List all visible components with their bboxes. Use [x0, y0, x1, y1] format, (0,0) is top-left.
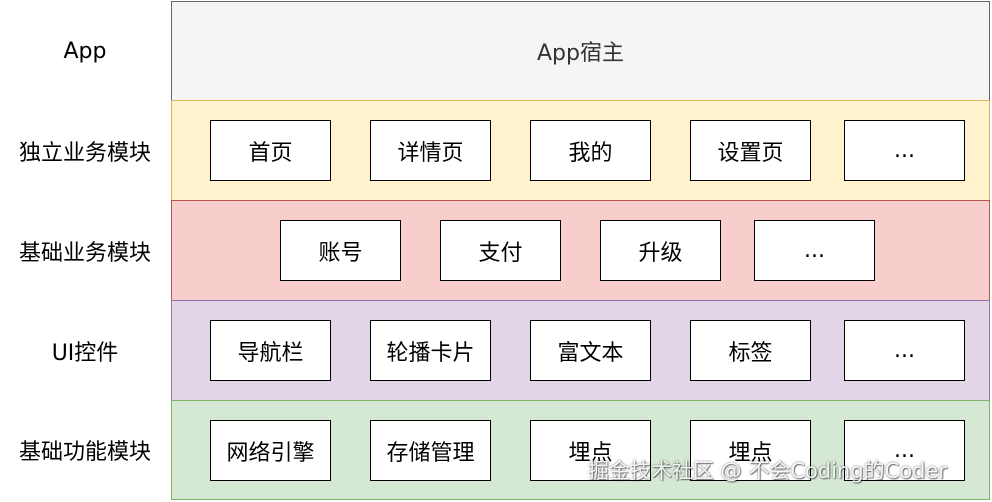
module-box: ... — [844, 320, 965, 381]
label-business-modules: 独立业务模块 — [18, 140, 151, 166]
module-box: 账号 — [280, 220, 401, 281]
module-box: 轮播卡片 — [370, 320, 491, 381]
label-functional-modules: 基础功能模块 — [18, 440, 151, 465]
label-ui-controls: UI控件 — [51, 340, 119, 366]
watermark: 掘金技术社区 @ 不会Coding的Coder — [588, 459, 948, 483]
module-box: ... — [754, 220, 875, 281]
module-box: 埋点 — [690, 420, 811, 481]
app-host-text: App宿主 — [537, 41, 624, 66]
module-box: 标签 — [690, 320, 811, 381]
label-app: App — [63, 38, 107, 64]
label-base-business-modules: 基础业务模块 — [18, 240, 151, 266]
module-box: ... — [844, 120, 965, 181]
module-box: 支付 — [440, 220, 561, 281]
functional-modules-band: 网络引擎 存储管理 埋点 埋点 ... — [171, 400, 990, 500]
module-box: 网络引擎 — [210, 420, 331, 481]
module-box: ... — [844, 420, 965, 481]
module-box: 我的 — [530, 120, 651, 181]
module-box: 埋点 — [530, 420, 651, 481]
module-box: 存储管理 — [370, 420, 491, 481]
module-box: 设置页 — [690, 120, 811, 181]
base-business-modules-band: 账号 支付 升级 ... — [171, 200, 990, 301]
module-box: 首页 — [210, 120, 331, 181]
module-box: 详情页 — [370, 120, 491, 181]
module-box: 升级 — [600, 220, 721, 281]
business-modules-band: 首页 详情页 我的 设置页 ... — [171, 100, 990, 201]
app-host-band: App宿主 — [171, 1, 990, 101]
ui-controls-band: 导航栏 轮播卡片 富文本 标签 ... — [171, 300, 990, 401]
module-box: 导航栏 — [210, 320, 331, 381]
module-box: 富文本 — [530, 320, 651, 381]
